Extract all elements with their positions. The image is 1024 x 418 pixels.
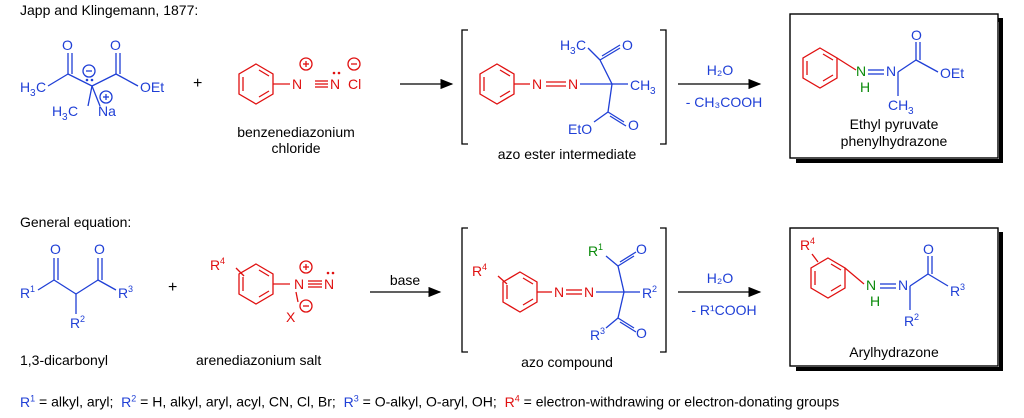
legend-r3: = O-alkyl, O-aryl, OH; (362, 393, 497, 410)
svg-text:R: R (20, 285, 30, 301)
svg-text:Cl: Cl (348, 76, 361, 92)
svg-text:O: O (110, 37, 121, 53)
bottom-heading: General equation: (20, 214, 132, 230)
svg-text:C: C (36, 79, 46, 95)
svg-text:N: N (330, 76, 340, 92)
svg-text:C: C (576, 37, 586, 53)
svg-text:4: 4 (810, 236, 815, 246)
svg-text:O: O (628, 117, 639, 133)
svg-text:3: 3 (600, 326, 605, 336)
svg-text:H: H (560, 37, 570, 53)
svg-text:N: N (898, 277, 908, 293)
bottom-reagent-water: H₂O (706, 270, 734, 286)
bottom-intermediate-label: azo compound (521, 354, 613, 370)
legend-r4: = electron-withdrawing or electron-donat… (523, 393, 840, 410)
svg-text:H: H (860, 79, 870, 95)
svg-text:2: 2 (652, 284, 657, 294)
svg-text:R: R (70, 315, 80, 331)
svg-text:X: X (286, 309, 296, 325)
svg-text:H: H (20, 79, 30, 95)
svg-text:H: H (870, 293, 880, 309)
legend-r1: = alkyl, aryl; (39, 393, 114, 410)
svg-text:OEt: OEt (940, 65, 964, 81)
benzenediazonium-structure (238, 57, 361, 105)
svg-text:R: R (950, 283, 960, 299)
svg-text:H: H (52, 103, 62, 119)
svg-text:R: R (210, 257, 220, 273)
svg-text:R: R (642, 285, 652, 301)
svg-text:3: 3 (128, 284, 133, 294)
svg-text:+: + (193, 75, 202, 92)
svg-text:N: N (554, 284, 564, 300)
top-reactant2-label: benzenediazonium chloride (237, 124, 355, 156)
svg-text:4: 4 (482, 262, 487, 272)
substituent-legend: R1 = alkyl, aryl; R2 = H, alkyl, aryl, a… (20, 393, 840, 410)
svg-text:4: 4 (220, 256, 225, 266)
top-reagent-acetic: - CH₃COOH (685, 94, 763, 110)
svg-text:N: N (886, 63, 896, 79)
svg-text:N: N (856, 63, 866, 79)
svg-text:R: R (904, 313, 914, 329)
svg-text:3: 3 (570, 46, 576, 57)
svg-text:1: 1 (30, 284, 35, 294)
bottom-reactant1-label: 1,3-dicarbonyl (20, 352, 108, 368)
svg-text:O: O (62, 37, 73, 53)
svg-text:3: 3 (62, 112, 68, 123)
svg-text:3: 3 (960, 282, 965, 292)
svg-text:R: R (472, 263, 482, 279)
top-heading: Japp and Klingemann, 1877: (20, 2, 199, 18)
svg-text:3: 3 (908, 106, 914, 117)
svg-text:N: N (866, 277, 876, 293)
svg-text:OEt: OEt (140, 79, 164, 95)
svg-text:O: O (636, 241, 647, 257)
legend-r2: = H, alkyl, aryl, acyl, CN, Cl, Br; (140, 393, 336, 410)
svg-text:R: R (590, 327, 600, 343)
svg-text:N: N (568, 76, 578, 92)
svg-text:C: C (68, 103, 78, 119)
svg-text:3: 3 (650, 86, 656, 97)
svg-text:O: O (636, 325, 647, 341)
svg-text:+: + (168, 279, 177, 296)
svg-text:R: R (800, 237, 810, 253)
svg-text:O: O (911, 27, 922, 43)
top-intermediate-label: azo ester intermediate (497, 146, 637, 162)
svg-text:2: 2 (914, 312, 919, 322)
svg-text:2: 2 (80, 314, 85, 324)
bottom-product-label: Arylhydrazone (849, 344, 939, 360)
svg-text:N: N (532, 76, 542, 92)
svg-text:R: R (118, 285, 128, 301)
svg-text:CH: CH (888, 97, 908, 113)
svg-text:CH: CH (630, 77, 650, 93)
svg-text:N: N (292, 76, 302, 92)
svg-text:O: O (622, 37, 633, 53)
bottom-reagent-acid: - R¹COOH (691, 302, 757, 318)
sodium-acetoacetate-structure (47, 53, 139, 107)
svg-text:Na: Na (98, 103, 116, 119)
svg-text:O: O (50, 241, 61, 257)
svg-text:N: N (294, 276, 304, 292)
svg-text:N: N (584, 284, 594, 300)
svg-text:EtO: EtO (568, 121, 592, 137)
svg-text:3: 3 (30, 88, 36, 99)
top-reagent-water: H₂O (706, 62, 734, 78)
svg-text:O: O (94, 241, 105, 257)
svg-text:N: N (324, 276, 334, 292)
bottom-reagent-base: base (389, 272, 421, 288)
bottom-reactant2-label: arenediazonium salt (196, 352, 322, 368)
svg-text:R: R (588, 243, 598, 259)
top-product-label: Ethyl pyruvate phenylhydrazone (840, 116, 948, 149)
svg-text:1: 1 (598, 242, 603, 252)
svg-text:O: O (923, 241, 934, 257)
